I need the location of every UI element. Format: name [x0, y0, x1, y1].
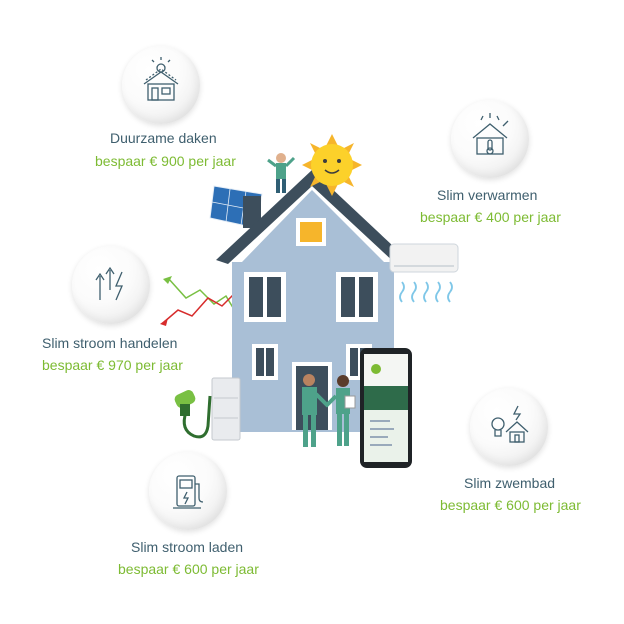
feature-saving: bespaar € 400 per jaar [420, 209, 561, 225]
air-conditioner [389, 243, 459, 303]
energy-trading-icon [72, 246, 150, 324]
feature-title: Slim zwembad [464, 475, 556, 491]
solar-roof-icon [122, 46, 200, 124]
ev-plug [174, 390, 212, 439]
home-battery [211, 377, 241, 441]
feature-title: Slim verwarmen [437, 187, 538, 203]
feature-saving: bespaar € 970 per jaar [42, 357, 183, 373]
feature-title: Slim stroom laden [131, 539, 244, 555]
ev-charger-icon [149, 452, 227, 530]
feature-saving: bespaar € 900 per jaar [95, 153, 236, 169]
sun [302, 134, 362, 196]
chimney [243, 196, 261, 228]
smart-pool-icon [470, 388, 548, 466]
feature-saving: bespaar € 600 per jaar [118, 561, 259, 577]
heating-house-icon [451, 100, 529, 178]
feature-title: Slim stroom handelen [42, 335, 178, 351]
smartphone [360, 348, 412, 468]
roof-worker [267, 153, 296, 193]
feature-saving: bespaar € 600 per jaar [440, 497, 581, 513]
feature-title: Duurzame daken [110, 130, 217, 146]
people-handshake [302, 374, 356, 447]
